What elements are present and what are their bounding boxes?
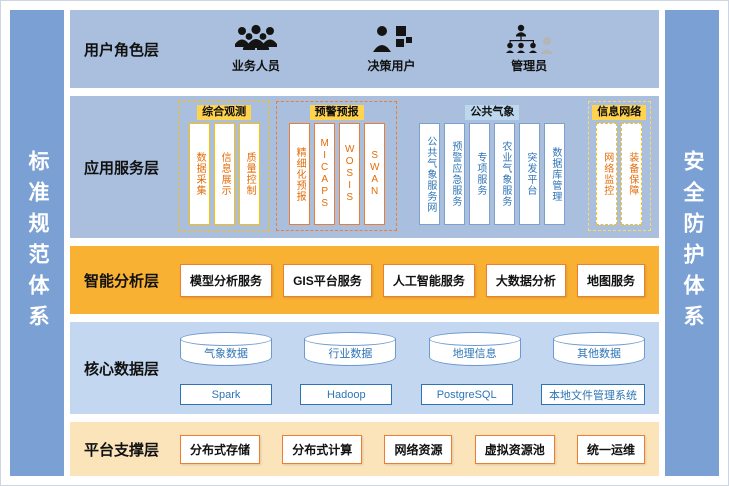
- analysis-items: 模型分析服务 GIS平台服务 人工智能服务 大数据分析 地图服务: [178, 246, 659, 314]
- platform-item: 网络资源: [384, 434, 453, 464]
- platform-support-layer: 平台支撑层 分布式存储 分布式计算 网络资源 虚拟资源池 统一运维: [70, 422, 659, 476]
- app-item: 数据库管理: [544, 123, 566, 225]
- app-item: 公共气象服务网: [419, 123, 441, 225]
- core-data-layer: 核心数据层 气象数据 行业数据 地理信息 其他数据 Spark Hadoop P…: [70, 322, 659, 414]
- group-comprehensive-observation: 综合观测 数据采集 信息展示 质量控制: [178, 101, 271, 231]
- data-layer-content: 气象数据 行业数据 地理信息 其他数据 Spark Hadoop Postgre…: [178, 322, 659, 414]
- data-layer-title: 核心数据层: [84, 360, 160, 378]
- system-item: PostgreSQL: [420, 384, 513, 405]
- system-item: 本地文件管理系统: [540, 384, 645, 405]
- app-item: 精细化预报: [288, 123, 310, 225]
- platform-items: 分布式存储 分布式计算 网络资源 虚拟资源池 统一运维: [178, 422, 659, 476]
- right-pillar-label: 安全防护体系: [681, 150, 704, 336]
- app-item: 农业气象服务: [494, 123, 516, 225]
- platform-layer-title: 平台支撑层: [84, 441, 160, 459]
- platform-item: 分布式计算: [282, 434, 363, 464]
- app-item: 装备保障: [621, 123, 643, 225]
- analysis-item: 人工智能服务: [382, 263, 475, 297]
- user-role-layer-title: 用户角色层: [84, 41, 160, 59]
- platform-item: 虚拟资源池: [474, 434, 555, 464]
- layer-stack: 用户角色层 业务人员: [70, 10, 659, 476]
- group-header: 综合观测: [197, 105, 252, 120]
- group-public-meteorology: 公共气象 公共气象服务网 预警应急服务 专项服务 农业气象服务 突发平台 数据库…: [403, 101, 582, 231]
- database-cylinder: 气象数据: [180, 332, 272, 366]
- app-item: SWAN: [363, 123, 385, 225]
- administrator-icon: [506, 24, 554, 54]
- system-item: Hadoop: [300, 384, 393, 405]
- group-warning-forecast: 预警预报 精细化预报 MICAPS WOSIS SWAN: [276, 101, 398, 231]
- analysis-item: 地图服务: [576, 263, 645, 297]
- database-label: 其他数据: [576, 348, 621, 360]
- app-item: 网络监控: [596, 123, 618, 225]
- group-header: 信息网络: [592, 105, 647, 120]
- application-layer-title: 应用服务层: [84, 159, 160, 177]
- user-role-layer: 用户角色层 业务人员: [70, 10, 659, 88]
- business-staff-icon: [234, 24, 277, 50]
- app-item: 数据采集: [188, 123, 210, 225]
- application-service-layer: 应用服务层 综合观测 数据采集 信息展示 质量控制 预警预报 精细化预报 MIC…: [70, 96, 659, 238]
- app-item: 信息展示: [213, 123, 235, 225]
- role-label: 业务人员: [231, 59, 280, 73]
- system-row: Spark Hadoop PostgreSQL 本地文件管理系统: [180, 384, 645, 405]
- app-item: 突发平台: [519, 123, 541, 225]
- platform-item: 分布式存储: [180, 434, 261, 464]
- app-item: 专项服务: [469, 123, 491, 225]
- application-groups: 综合观测 数据采集 信息展示 质量控制 预警预报 精细化预报 MICAPS WO…: [178, 96, 659, 238]
- group-information-network: 信息网络 网络监控 装备保障: [587, 101, 652, 231]
- system-item: Spark: [180, 384, 272, 405]
- group-header: 公共气象: [465, 105, 520, 120]
- role-label: 决策用户: [367, 59, 416, 73]
- database-cylinder: 其他数据: [552, 332, 645, 366]
- database-label: 气象数据: [204, 348, 248, 360]
- left-pillar-label: 标准规范体系: [26, 150, 49, 336]
- role-business-staff: 业务人员: [232, 24, 280, 74]
- analysis-item: GIS平台服务: [283, 263, 372, 297]
- left-pillar: 标准规范体系: [10, 10, 64, 476]
- app-item: MICAPS: [313, 123, 335, 225]
- role-label: 管理员: [511, 59, 548, 73]
- roles-row: 业务人员 决策用户: [178, 10, 659, 88]
- app-item: 质量控制: [238, 123, 260, 225]
- group-header: 预警预报: [309, 105, 364, 120]
- database-label: 地理信息: [452, 348, 497, 360]
- intelligent-analysis-layer: 智能分析层 模型分析服务 GIS平台服务 人工智能服务 大数据分析 地图服务: [70, 246, 659, 314]
- database-cylinder: 行业数据: [304, 332, 397, 366]
- database-label: 行业数据: [328, 348, 373, 360]
- decision-user-icon: [372, 26, 412, 52]
- analysis-layer-title: 智能分析层: [84, 272, 160, 290]
- right-pillar: 安全防护体系: [665, 10, 719, 476]
- role-decision-user: 决策用户: [368, 24, 416, 74]
- platform-item: 统一运维: [576, 434, 645, 464]
- app-item: WOSIS: [338, 123, 360, 225]
- analysis-item: 模型分析服务: [180, 263, 273, 297]
- app-item: 预警应急服务: [444, 123, 466, 225]
- analysis-item: 大数据分析: [485, 263, 566, 297]
- database-cylinder: 地理信息: [428, 332, 521, 366]
- database-row: 气象数据 行业数据 地理信息 其他数据: [180, 332, 645, 366]
- role-administrator: 管理员: [503, 24, 555, 74]
